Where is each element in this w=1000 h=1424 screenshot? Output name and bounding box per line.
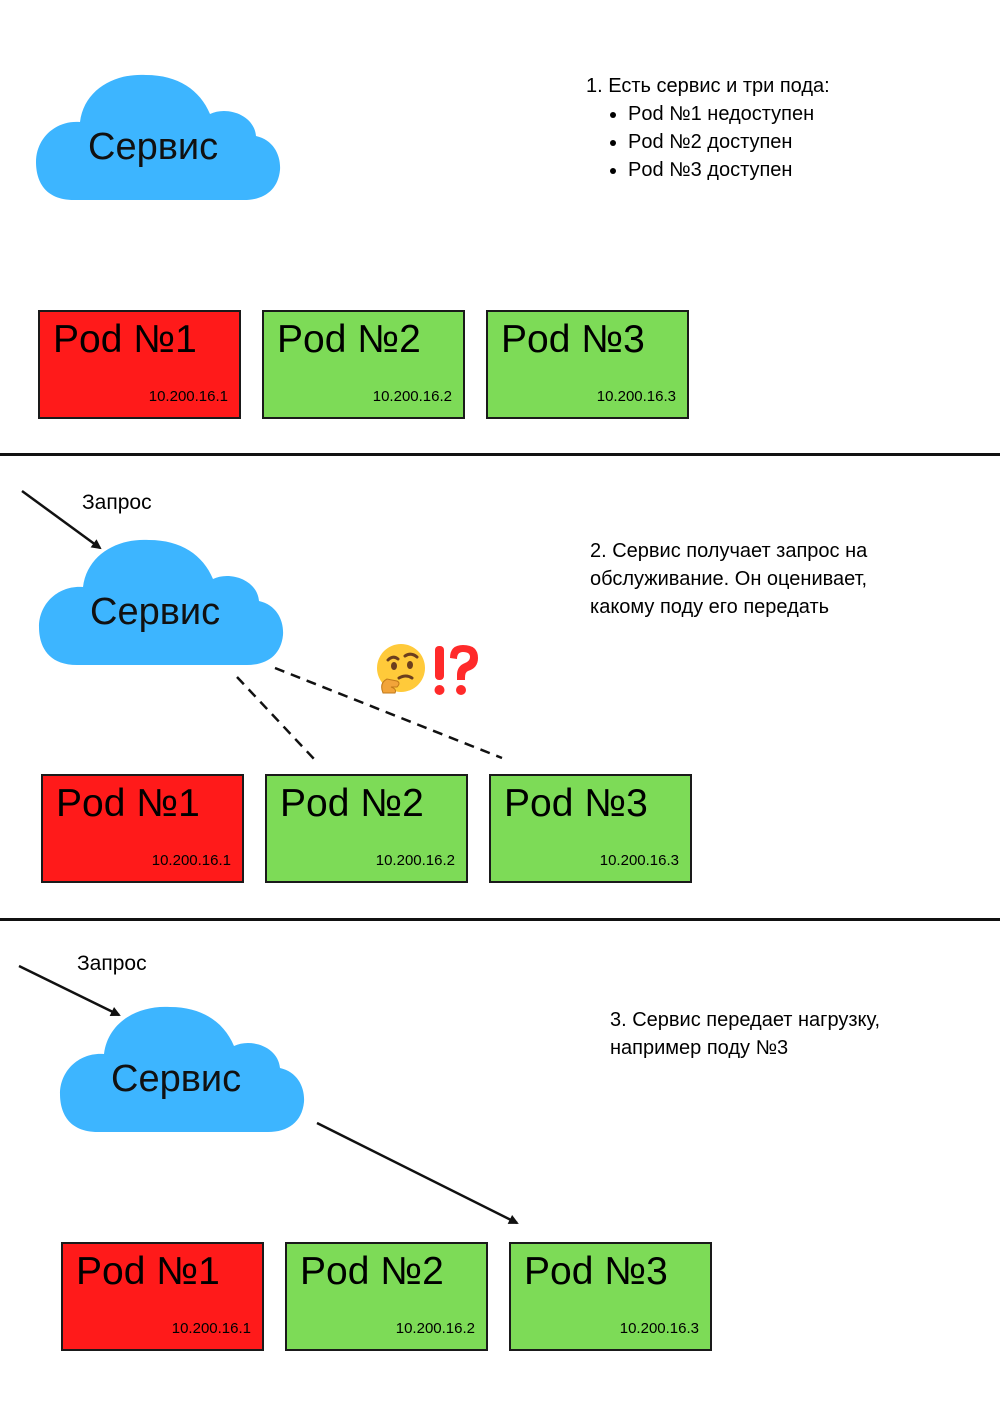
pod-3: Pod №3 10.200.16.3 <box>486 310 689 419</box>
pod-ip: 10.200.16.1 <box>151 852 231 869</box>
pod-name: Pod №2 <box>300 1250 444 1293</box>
pod-name: Pod №1 <box>56 782 200 825</box>
thinking-face-icon <box>377 644 425 694</box>
pod-2: Pod №2 10.200.16.2 <box>262 310 465 419</box>
note-line: 2. Сервис получает запрос на <box>590 540 868 562</box>
panel-2: Запрос Сервис 2. Сервис получает запрос … <box>39 491 867 883</box>
request-label: Запрос <box>82 491 152 514</box>
pod-name: Pod №2 <box>277 318 421 361</box>
step-3-note: 3. Сервис передает нагрузку, например по… <box>610 1006 880 1062</box>
step-1-title: 1. Есть сервис и три пода: <box>586 75 830 97</box>
pod-ip: 10.200.16.1 <box>148 388 228 405</box>
pod-ip: 10.200.16.2 <box>372 388 452 405</box>
pod-3: Pod №3 10.200.16.3 <box>489 774 692 883</box>
pod-ip: 10.200.16.3 <box>599 852 679 869</box>
note-line: 3. Сервис передает нагрузку, <box>610 1009 881 1031</box>
pod-status-list: Pod №1 недоступен Pod №2 доступен Pod №3… <box>586 100 830 184</box>
pod-1: Pod №1 10.200.16.1 <box>61 1242 264 1351</box>
cloud-icon <box>36 74 281 200</box>
pod-name: Pod №3 <box>501 318 645 361</box>
step-2-note: 2. Сервис получает запрос на обслуживани… <box>590 537 867 621</box>
request-arrow <box>18 964 121 1017</box>
pod-status-item: Pod №2 доступен <box>628 128 830 156</box>
pod-ip: 10.200.16.3 <box>596 388 676 405</box>
service-label: Сервис <box>111 1058 242 1100</box>
panel-1: Сервис 1. Есть сервис и три пода: Pod №1… <box>0 0 1000 455</box>
pod-1: Pod №1 10.200.16.1 <box>41 774 244 883</box>
pod-status-item: Pod №1 недоступен <box>628 100 830 128</box>
section-divider <box>0 918 1000 921</box>
pod-2: Pod №2 10.200.16.2 <box>285 1242 488 1351</box>
pod-name: Pod №1 <box>53 318 197 361</box>
cloud-icon <box>60 1006 305 1132</box>
pod-name: Pod №1 <box>76 1250 220 1293</box>
pod-name: Pod №2 <box>280 782 424 825</box>
cloud-icon <box>39 539 284 665</box>
pod-3: Pod №3 10.200.16.3 <box>509 1242 712 1351</box>
pod-ip: 10.200.16.3 <box>619 1320 699 1337</box>
pod-ip: 10.200.16.2 <box>395 1320 475 1337</box>
service-label: Сервис <box>90 591 221 633</box>
pod-1: Pod №1 10.200.16.1 <box>38 310 241 419</box>
request-arrow <box>21 489 102 550</box>
pod-name: Pod №3 <box>504 782 648 825</box>
request-label: Запрос <box>77 952 147 975</box>
candidate-line-pod-3 <box>274 666 503 760</box>
candidate-line-pod-2 <box>236 676 316 761</box>
step-1-note: 1. Есть сервис и три пода: Pod №1 недост… <box>586 72 830 184</box>
section-divider <box>0 453 1000 456</box>
note-line: обслуживание. Он оценивает, <box>590 568 868 590</box>
pod-ip: 10.200.16.2 <box>375 852 455 869</box>
pod-status-item: Pod №3 доступен <box>628 156 830 184</box>
service-label: Сервис <box>88 126 219 168</box>
pod-name: Pod №3 <box>524 1250 668 1293</box>
pod-ip: 10.200.16.1 <box>171 1320 251 1337</box>
note-line: например поду №3 <box>610 1037 789 1059</box>
dispatch-arrow-pod-3 <box>316 1121 519 1225</box>
note-line: какому поду его передать <box>590 596 830 618</box>
exclamation-question-icon <box>434 645 478 695</box>
pod-2: Pod №2 10.200.16.2 <box>265 774 468 883</box>
